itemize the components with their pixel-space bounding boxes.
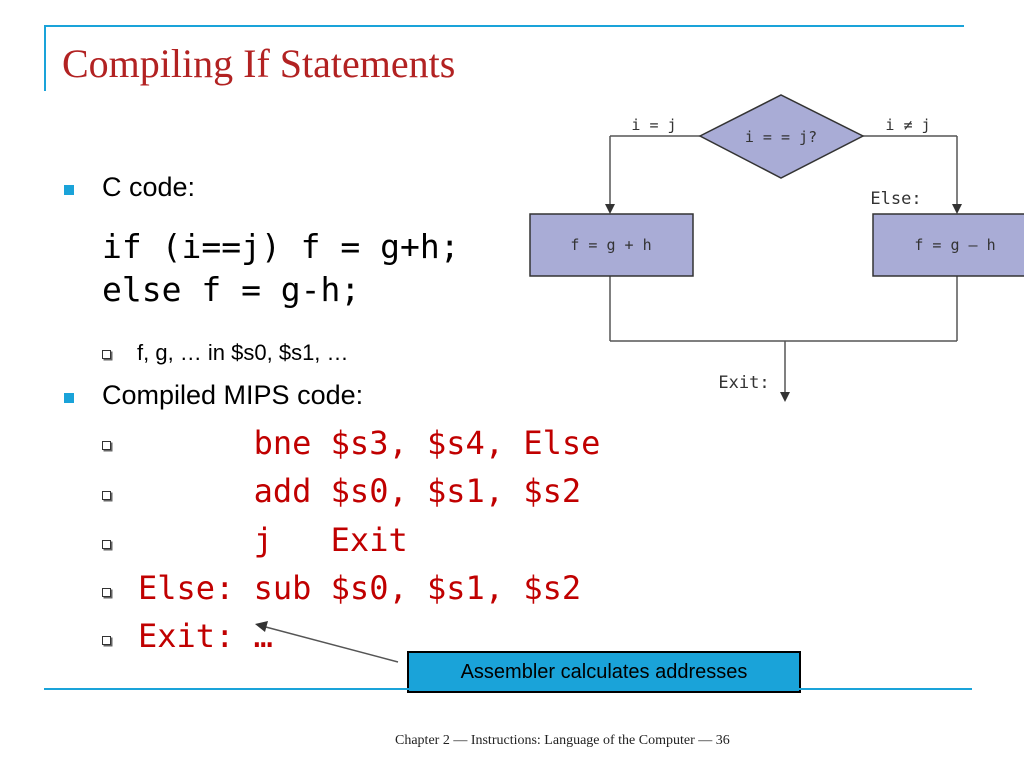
mips-label: Compiled MIPS code: bbox=[102, 380, 364, 410]
c-code-line-2: else f = g-h; bbox=[102, 270, 361, 309]
slide-title: Compiling If Statements bbox=[62, 41, 456, 86]
c-code-block: if (i==j) f = g+h; else f = g-h; bbox=[102, 225, 460, 311]
mips-line-bne: bne $s3, $s4, Else bbox=[138, 424, 601, 462]
slide-footer: Chapter 2 — Instructions: Language of th… bbox=[395, 733, 730, 748]
title-accent-vertical-line bbox=[44, 25, 46, 91]
sub-bullet-icon bbox=[102, 588, 111, 597]
sub-bullet-icon bbox=[102, 636, 111, 645]
mips-line-else: Else: sub $s0, $s1, $s2 bbox=[138, 569, 582, 607]
condition-diamond bbox=[698, 94, 865, 179]
arrow-head-icon bbox=[255, 621, 268, 632]
exit-label: Exit: bbox=[718, 373, 769, 393]
c-code-line-1: if (i==j) f = g+h; bbox=[102, 227, 460, 266]
footer-divider-line bbox=[44, 688, 972, 690]
arrow-head-icon bbox=[605, 204, 615, 214]
title-accent-horizontal-line bbox=[44, 25, 964, 27]
arrow-head-icon bbox=[952, 204, 962, 214]
then-box bbox=[529, 213, 694, 277]
mips-line-add: add $s0, $s1, $s2 bbox=[138, 472, 582, 510]
c-code-label: C code: bbox=[102, 172, 196, 202]
arrow-head-icon bbox=[780, 392, 790, 402]
register-note: f, g, … in $s0, $s1, … bbox=[137, 340, 349, 365]
sub-bullet-icon bbox=[102, 441, 111, 450]
callout-pointer-line bbox=[261, 625, 399, 663]
true-branch-label: i = j bbox=[631, 116, 676, 134]
false-branch-label: i ≠ j bbox=[885, 116, 930, 134]
assembler-callout-box: Assembler calculates addresses bbox=[407, 651, 801, 693]
bullet-square-icon bbox=[64, 393, 74, 403]
condition-text: i = = j? bbox=[745, 128, 817, 146]
then-box-text: f = g + h bbox=[570, 236, 651, 254]
else-box-text: f = g – h bbox=[914, 236, 995, 254]
bullet-square-icon bbox=[64, 185, 74, 195]
sub-bullet-icon bbox=[102, 491, 111, 500]
else-box bbox=[872, 213, 1024, 277]
else-label: Else: bbox=[870, 189, 921, 209]
sub-bullet-icon bbox=[102, 350, 111, 359]
mips-line-jump: j Exit bbox=[138, 521, 408, 559]
sub-bullet-icon bbox=[102, 540, 111, 549]
